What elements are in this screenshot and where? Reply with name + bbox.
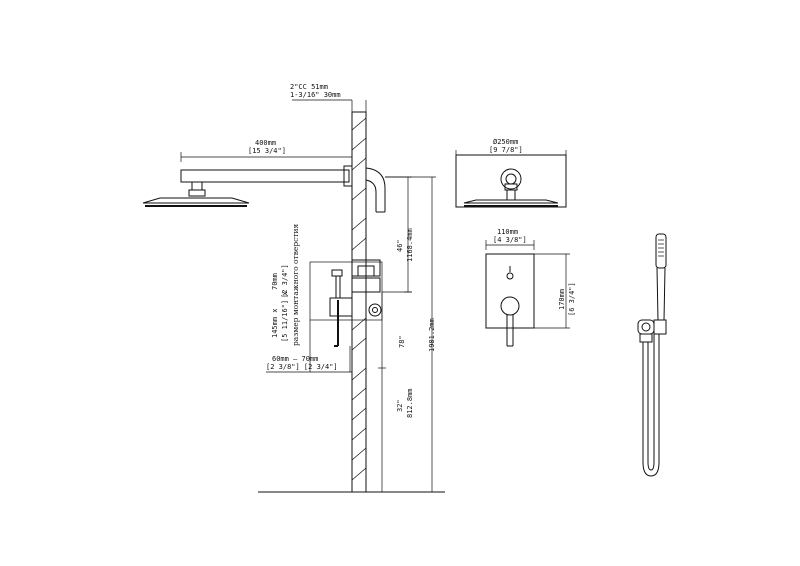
total-height-mm-label: 1981.2mm (428, 318, 436, 352)
box-size-d-label: [5 11/16"] x (281, 291, 289, 342)
head-height-mm-label: 1168.4mm (406, 228, 414, 262)
head-height-in-label: 46" (396, 239, 404, 252)
depth-range-in-label: [2 3/8"] [2 3/4"] (266, 363, 338, 371)
total-height-dimension: 78" 1981.2mm (385, 176, 436, 492)
plate-width-mm-label: 110mm (497, 228, 518, 236)
valve-body (309, 259, 383, 347)
box-size-a-label: 70mm (271, 273, 279, 290)
box-size-c-label: 145mm x (271, 308, 279, 338)
depth-range-dimension: 60mm — 70mm [2 3/8"] [2 3/4"] (266, 320, 352, 373)
plate-height-mm-label: 170mm (558, 289, 566, 310)
arm-length-dimension: 400mm [15 3/4"] (180, 139, 352, 162)
arm-spacing-bottom-label: 1-3/16" 30mm (290, 91, 341, 99)
shower-arm (180, 165, 353, 197)
plate-width-in-label: [4 3/8"] (493, 236, 527, 244)
total-height-in-label: 78" (398, 335, 406, 348)
depth-range-label: 60mm — 70mm (272, 355, 318, 363)
valve-plate-front-view: 110mm [4 3/8"] 170mm [6 3/4"] (485, 228, 576, 347)
arm-spacing-dimension: 2"CC 51mm 1-3/16" 30mm (290, 83, 367, 112)
hand-shower (637, 233, 667, 477)
head-diameter-mm-label: Ø250mm (493, 138, 518, 146)
valve-height-dimension: 32" 812.8mm (378, 291, 414, 492)
head-diameter-in-label: [9 7/8"] (489, 146, 523, 154)
rain-head-side (142, 197, 250, 207)
plate-height-in-label: [6 3/4"] (568, 282, 576, 316)
box-size-b-label: [2 3/4"] (281, 264, 289, 298)
box-caption-label: размер монтажного отверстия (291, 223, 300, 346)
wall (351, 111, 367, 493)
arm-length-mm-label: 400mm (255, 139, 276, 147)
arm-spacing-top-label: 2"CC 51mm (290, 83, 328, 91)
valve-height-mm-label: 812.8mm (406, 388, 414, 418)
arm-length-in-label: [15 3/4"] (248, 147, 286, 155)
side-view: 2"CC 51mm 1-3/16" 30mm 400mm [15 3/4"] (142, 83, 445, 493)
head-height-dimension: 46" 1168.4mm (385, 176, 414, 293)
supply-elbow (365, 167, 386, 213)
rain-head-front-view: Ø250mm [9 7/8"] (455, 138, 567, 208)
box-size-labels: 70mm [2 3/4"] 145mm x [5 11/16"] x разме… (271, 223, 300, 346)
valve-height-in-label: 32" (396, 399, 404, 412)
